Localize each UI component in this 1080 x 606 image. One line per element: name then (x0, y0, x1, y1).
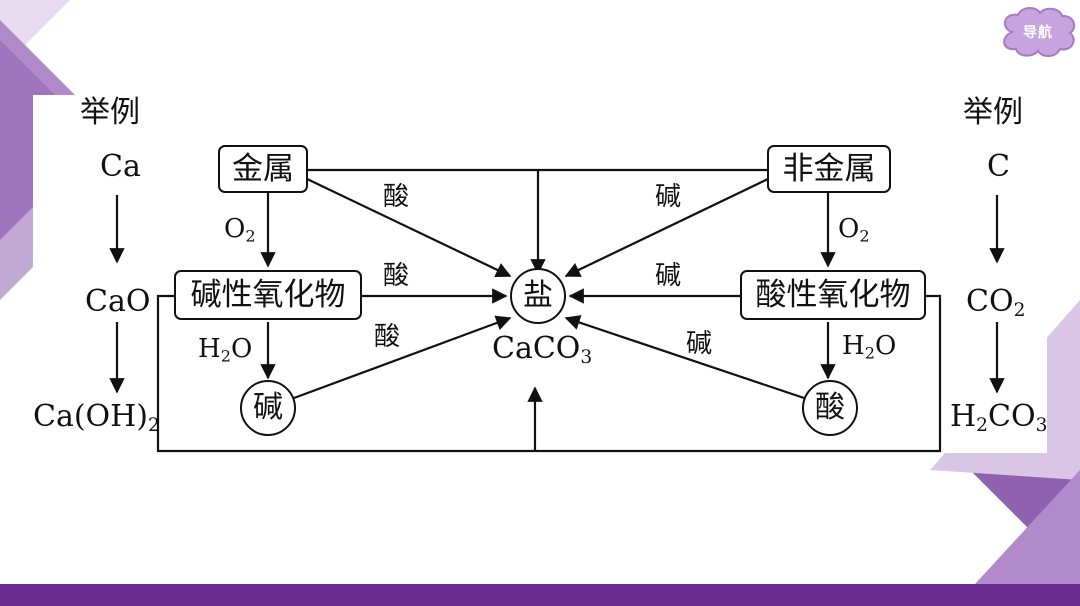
right-example-acid-co: CO (988, 399, 1036, 434)
bottom-accent-bar (0, 584, 1080, 606)
salt-example: CaCO3 (492, 331, 592, 368)
h2o-left-sub: 2 (220, 346, 231, 366)
salt-example-main: CaCO (492, 331, 581, 366)
right-example-acid-sub1: 2 (976, 415, 989, 437)
o2-right-main: O (838, 214, 860, 244)
edge-label-metal-salt: 酸 (383, 182, 410, 212)
edge-label-o2-right: O2 (838, 214, 870, 244)
h2o-left-o: O (230, 334, 253, 364)
h2o-left-h: H (198, 334, 221, 364)
nav-label: 导航 (1023, 25, 1053, 41)
left-example-base-sub: 2 (148, 415, 160, 437)
left-example-oxide: CaO (85, 284, 151, 319)
left-example-heading: 举例 (80, 95, 140, 130)
nav-button[interactable]: 导航 (998, 6, 1078, 58)
right-example-acid-sub2: 3 (1035, 415, 1048, 437)
right-example-element: C (987, 149, 1010, 184)
right-example-heading: 举例 (963, 95, 1023, 130)
o2-right-sub: 2 (859, 226, 870, 246)
salt-example-sub: 3 (580, 347, 593, 369)
right-example-oxide-sub: 2 (1013, 300, 1026, 322)
node-acidic-oxide: 酸性氧化物 (740, 270, 926, 320)
node-salt: 盐 (510, 268, 566, 324)
node-metal: 金属 (218, 145, 308, 193)
right-example-acid-h: H (950, 399, 977, 434)
edge-label-basic-oxide-salt: 酸 (383, 261, 410, 291)
node-acid: 酸 (802, 380, 858, 436)
o2-left-main: O (224, 214, 246, 244)
right-example-acid: H2CO3 (950, 399, 1047, 436)
node-base: 碱 (240, 380, 296, 436)
cloud-icon (1003, 7, 1076, 57)
edge-label-base-salt: 酸 (374, 322, 401, 352)
h2o-right-sub: 2 (864, 343, 875, 363)
edge-label-acid-salt: 碱 (686, 329, 713, 359)
h2o-right-o: O (874, 331, 897, 361)
left-example-base: Ca(OH)2 (33, 399, 160, 436)
o2-left-sub: 2 (245, 226, 256, 246)
edge-label-o2-left: O2 (224, 214, 256, 244)
right-example-oxide-main: CO (966, 284, 1014, 319)
h2o-right-h: H (842, 331, 865, 361)
right-example-oxide: CO2 (966, 284, 1025, 321)
edge-label-nonmetal-salt: 碱 (655, 182, 682, 212)
edge-label-h2o-left: H2O (198, 334, 253, 364)
node-basic-oxide: 碱性氧化物 (174, 270, 362, 320)
left-example-base-main: Ca(OH) (33, 399, 149, 434)
node-nonmetal: 非金属 (767, 145, 891, 193)
left-example-element: Ca (100, 149, 141, 184)
edge-label-h2o-right: H2O (842, 331, 897, 361)
edge-label-acidic-oxide-salt: 碱 (655, 261, 682, 291)
